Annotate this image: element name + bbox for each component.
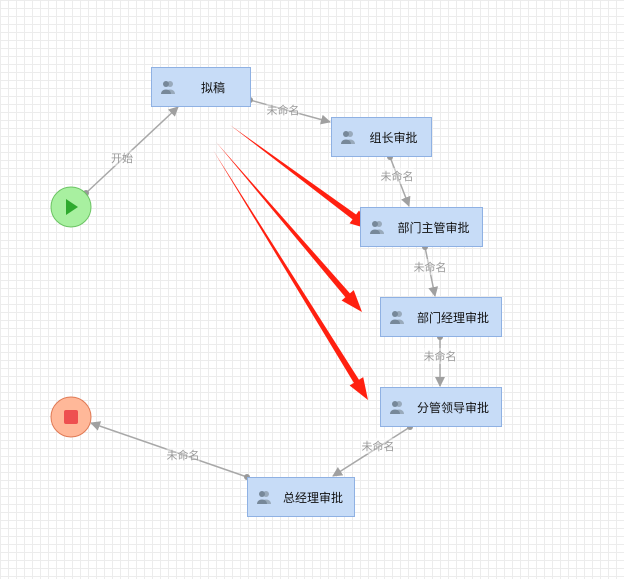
edge-dept_head-dept_mgr[interactable] [424,246,439,297]
edge-start-draft[interactable] [85,106,179,194]
play-icon [66,199,78,215]
node-label: 总经理审批 [282,490,343,505]
users-icon [257,491,271,504]
node-label: 分管领导审批 [416,400,489,415]
node-draft[interactable]: 拟稿 [151,67,251,107]
edge-label: 未命名 [413,259,447,275]
annotation-arrow [216,142,362,312]
users-icon [390,401,404,414]
end-node[interactable] [50,396,92,438]
annotation-arrow [230,125,372,230]
node-dept-mgr[interactable]: 部门经理审批 [380,297,502,337]
node-label: 部门经理审批 [416,310,489,325]
node-dept-head[interactable]: 部门主管审批 [360,207,483,247]
edge-label: 未命名 [423,348,457,364]
stop-icon [64,410,78,424]
node-label: 部门主管审批 [397,220,470,235]
edge-label: 未命名 [380,168,414,184]
node-vp[interactable]: 分管领导审批 [380,387,502,427]
edge-label: 开始 [111,150,133,166]
node-label: 组长审批 [369,130,418,145]
users-icon [390,311,404,324]
users-icon [161,81,175,94]
edge-draft-team[interactable] [249,99,331,125]
edge-gm-end[interactable] [90,421,248,478]
node-team[interactable]: 组长审批 [331,117,432,157]
edge-label: 未命名 [266,102,300,118]
edge-label: 未命名 [166,447,200,463]
edge-team-dept_head[interactable] [389,156,411,207]
edge-vp-gm[interactable] [332,426,411,477]
annotation-arrow [213,150,368,400]
edge-label: 未命名 [361,438,395,454]
users-icon [341,131,355,144]
node-label: 拟稿 [200,80,225,95]
node-gm[interactable]: 总经理审批 [247,477,355,517]
users-icon [370,221,384,234]
start-node[interactable] [50,186,92,228]
